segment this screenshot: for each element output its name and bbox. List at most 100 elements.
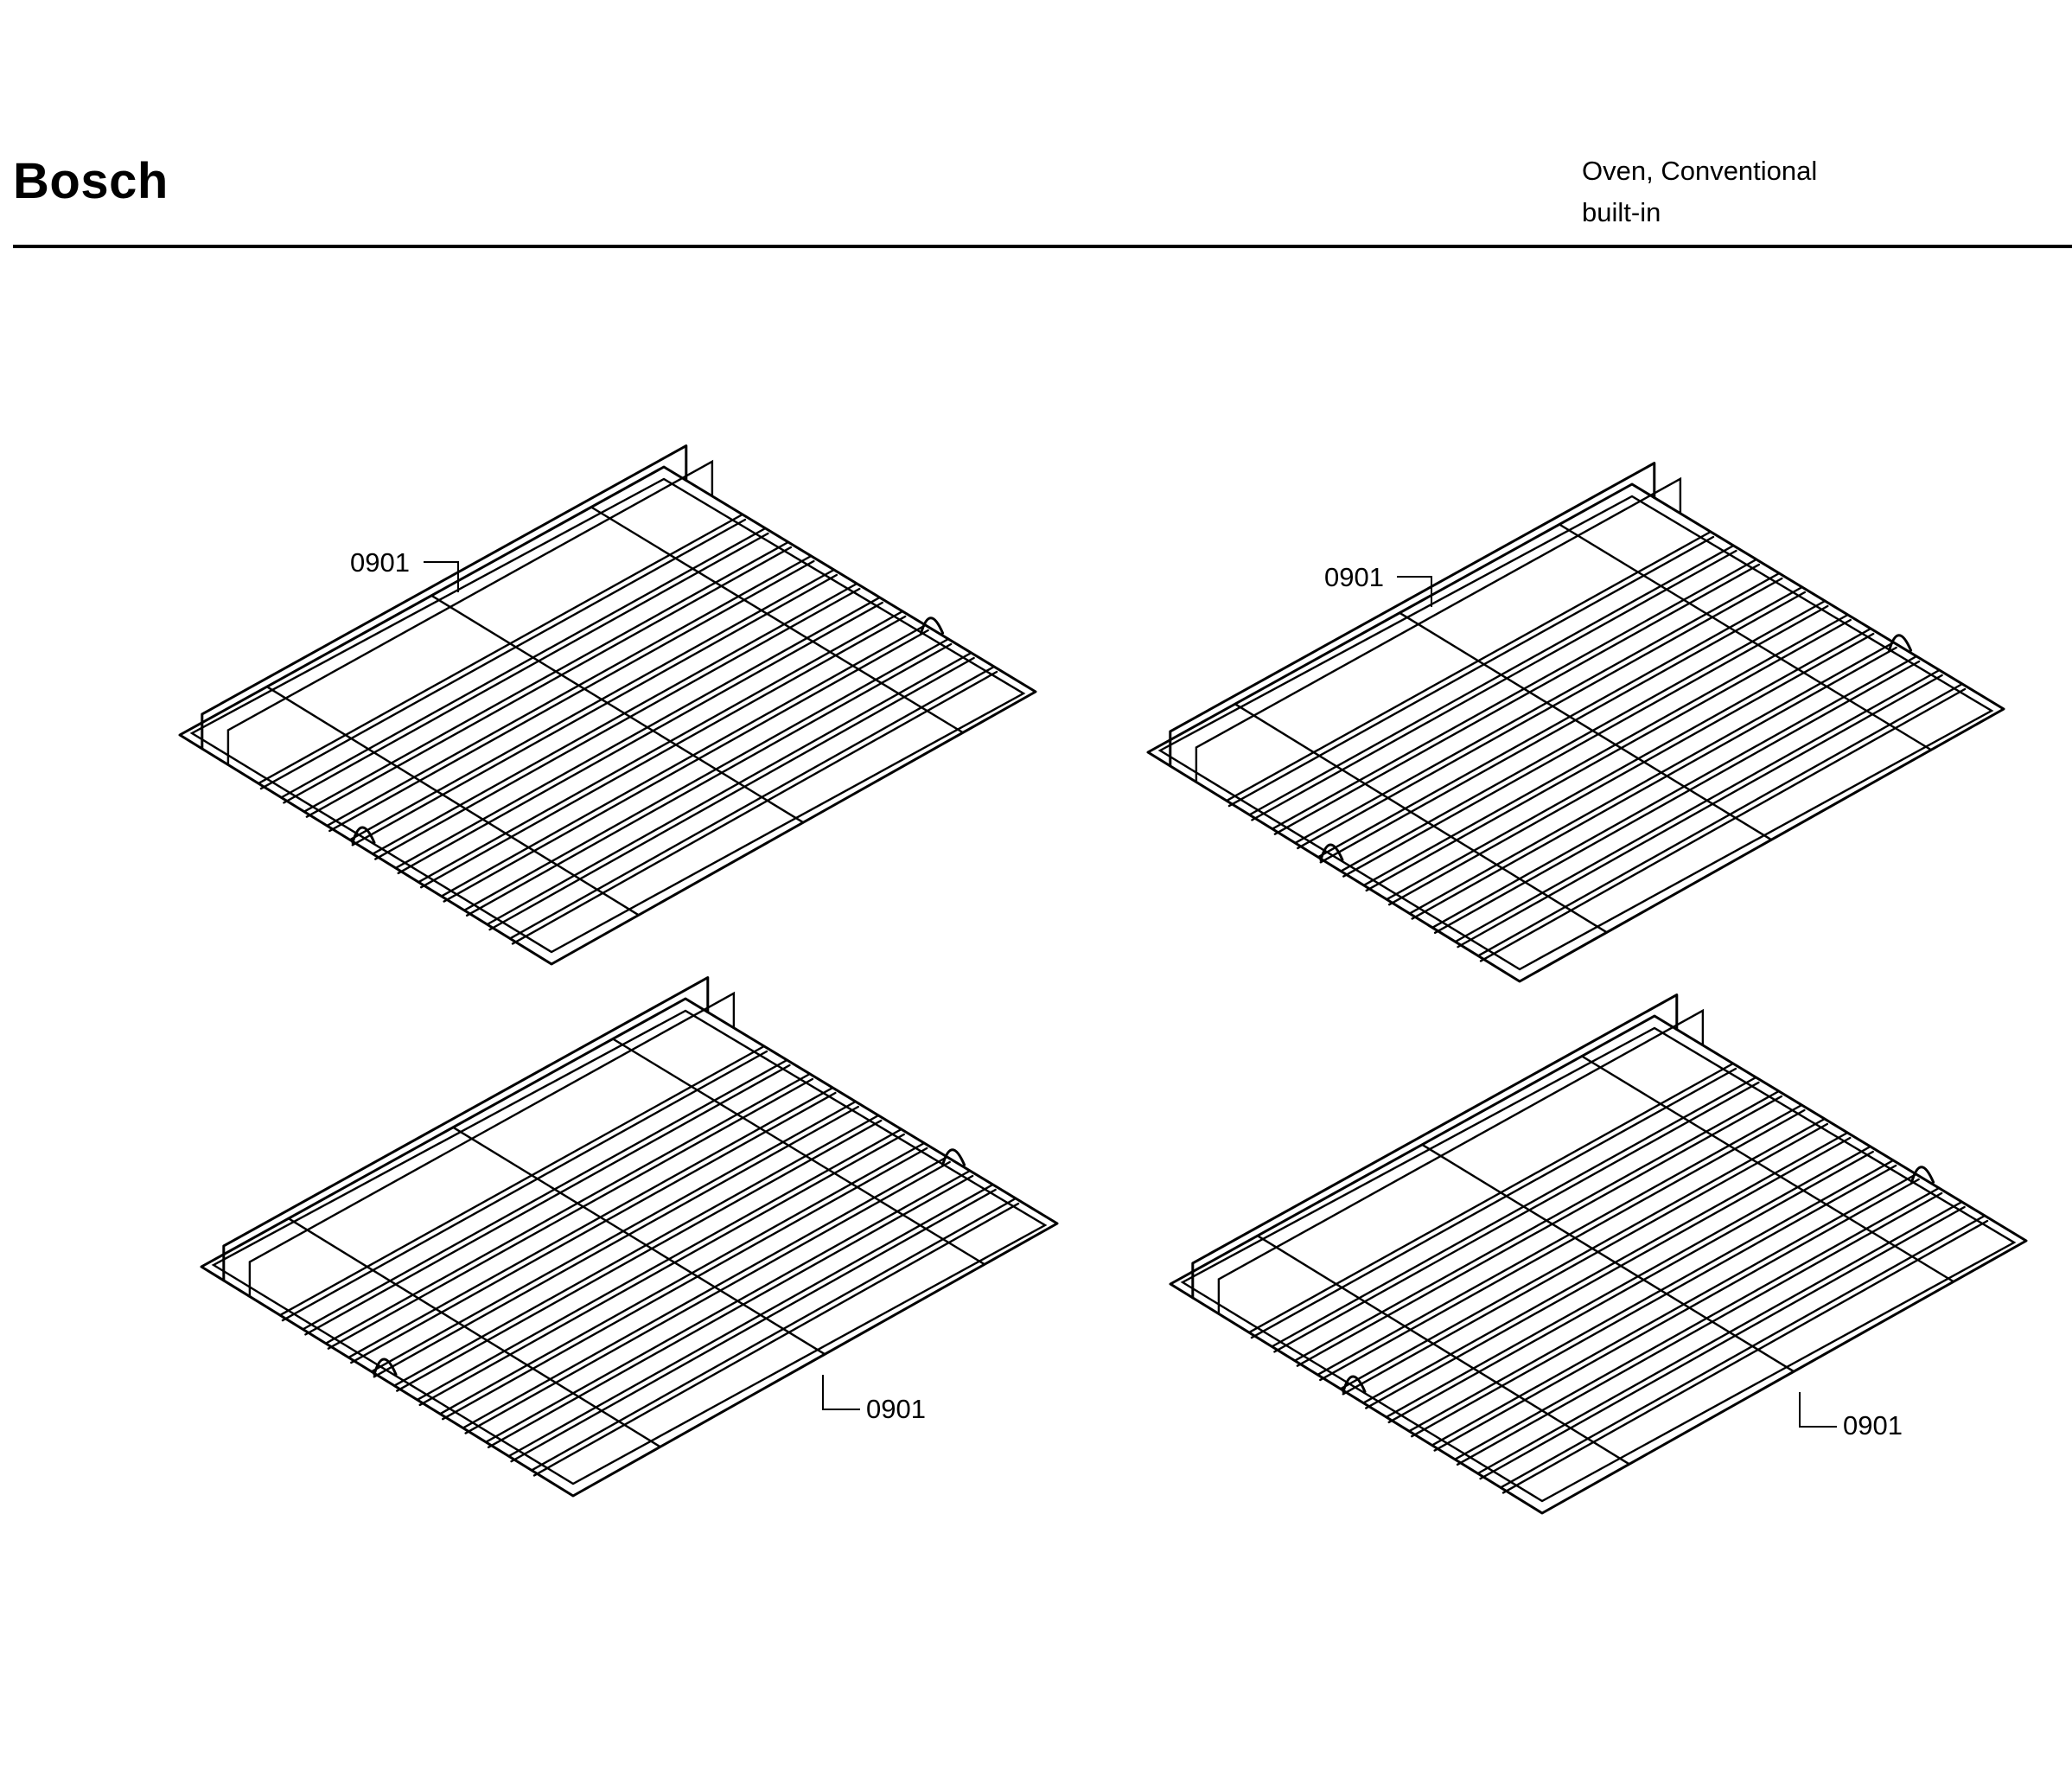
leader-line [1799, 1392, 1837, 1428]
rack-rod [1362, 613, 1849, 887]
rack-rod [1294, 572, 1781, 845]
rack-rod-shadow [1297, 577, 1783, 850]
leader-line [822, 1375, 860, 1410]
rack-rod [1454, 668, 1941, 943]
rack-rod [1385, 627, 1872, 901]
rack-rail [248, 991, 736, 1298]
rack-rod [348, 568, 836, 841]
rack-rail [1195, 476, 1682, 783]
oven-rack-4[interactable] [1169, 993, 2028, 1515]
rack-frame [1146, 482, 2005, 983]
rack-crossbar [452, 1126, 826, 1356]
rack-rod [302, 1058, 788, 1331]
rack-rod-shadow [304, 1064, 791, 1336]
rack-rod [1453, 1186, 1941, 1461]
rack-rod-shadow [283, 532, 769, 804]
oven-rack-3[interactable] [200, 976, 1059, 1498]
rack-rod [507, 1183, 994, 1458]
rack-rod [278, 1045, 766, 1317]
rack-crossbar [265, 686, 640, 917]
rack-rod-shadow [1227, 535, 1715, 808]
rack-rod-shadow [281, 1050, 768, 1322]
rack-rod [1431, 1172, 1917, 1447]
rack-rod-shadow [487, 1174, 974, 1449]
rack-rod [1317, 585, 1804, 859]
product-type: Oven, Conventional [1582, 156, 1818, 186]
rack-rod-shadow [443, 629, 929, 903]
rack-rod-shadow [351, 573, 838, 846]
rack-rod-shadow [488, 656, 975, 931]
rack-rod [438, 1141, 926, 1415]
rack-rod [530, 1197, 1017, 1472]
rack-crossbar [1558, 523, 1933, 751]
rack-rod [280, 527, 767, 799]
rack-rod [486, 651, 972, 926]
rack-rod-shadow [441, 1147, 928, 1421]
rack-rod-shadow [465, 642, 953, 917]
rack-rod-shadow [1479, 1205, 1966, 1480]
rack-rod-shadow [373, 1105, 860, 1378]
rack-rod-shadow [374, 587, 861, 860]
rack-stop [1888, 634, 1913, 652]
rack-rail [222, 976, 710, 1282]
callout-rack-1: 0901 [350, 547, 459, 592]
rack-stop [1910, 1166, 1935, 1184]
rack-rod [440, 623, 927, 898]
rack-rod [303, 540, 790, 813]
rack-rod-shadow [327, 1077, 814, 1350]
rack-rod-shadow [511, 670, 998, 945]
rack-stop [920, 616, 945, 635]
rack-rod [370, 1100, 857, 1373]
rack-crossbar [1256, 1234, 1631, 1466]
rack-rod-shadow [1411, 646, 1897, 920]
rack-rod [484, 1169, 972, 1444]
rack-rod-shadow [305, 546, 793, 818]
rack-rail [201, 444, 688, 751]
rack-rod-shadow [1365, 618, 1852, 892]
rack-rail [226, 459, 714, 766]
rack-rod [1271, 558, 1758, 830]
rack-crossbar [1580, 1055, 1955, 1283]
rack-rod-shadow [1433, 1178, 1920, 1452]
rack-rod [326, 554, 813, 827]
rack-rod-shadow [397, 601, 883, 875]
rack-rod-shadow [1456, 1191, 1943, 1466]
rack-rod [1248, 544, 1735, 816]
rack-rod-shadow [396, 1119, 883, 1392]
rack-crossbar [1234, 703, 1609, 934]
rack-rod-shadow [1410, 1164, 1897, 1438]
part-number-label: 0901 [350, 547, 410, 578]
rack-rod [324, 1072, 812, 1345]
rack-frame [1169, 1014, 2028, 1515]
rack-rod [393, 1114, 880, 1387]
rack-rod [347, 1086, 834, 1359]
oven-rack-2[interactable] [1146, 462, 2005, 983]
rack-rod-shadow [1342, 1122, 1829, 1396]
rack-rail [1217, 1008, 1705, 1315]
rack-rod [1476, 1200, 1963, 1475]
rack-rod-shadow [1273, 563, 1761, 835]
rack-rod-shadow [1251, 549, 1737, 821]
rack-rod-shadow [328, 559, 815, 833]
rack-rod [372, 582, 858, 855]
rack-rod [1408, 641, 1895, 915]
rack-frame-inner [1157, 495, 1994, 971]
rack-rod-shadow [1457, 674, 1943, 949]
rack-rod-shadow [1365, 1136, 1852, 1409]
rack-crossbar [590, 506, 965, 734]
rack-rod [1499, 1214, 1986, 1489]
rack-crossbar [611, 1038, 986, 1266]
rack-rod [394, 596, 881, 870]
rack-rod [508, 665, 996, 940]
oven-rack-1[interactable] [178, 444, 1037, 966]
rack-rod-shadow [532, 1202, 1020, 1477]
rack-rod-shadow [350, 1091, 837, 1364]
rack-rod-shadow [1250, 1067, 1737, 1339]
rack-rod [1317, 1103, 1803, 1377]
rack-rod [1271, 1076, 1757, 1348]
rack-rod-shadow [1387, 1150, 1874, 1424]
rack-crossbar [1420, 1143, 1795, 1373]
rack-rod [1476, 682, 1964, 957]
rack-rod-shadow [1342, 604, 1829, 878]
